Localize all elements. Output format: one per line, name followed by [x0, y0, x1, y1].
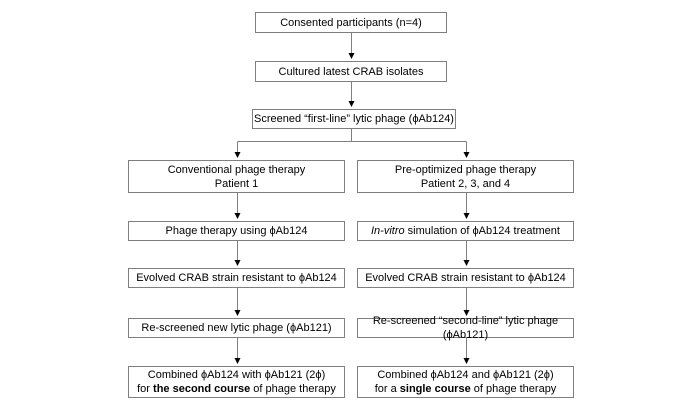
- node-label-line1: Combined ϕAb124 and ϕAb121 (2ϕ): [377, 369, 554, 381]
- node-rescreened-second-line-phage: Re-screened “second-line” lytic phage (ϕ…: [357, 315, 574, 341]
- node-label-line2: for the second course of phage therapy: [137, 383, 336, 395]
- node-preoptimized-phage-therapy: Pre-optimized phage therapy Patient 2, 3…: [357, 160, 574, 193]
- node-label: Evolved CRAB strain resistant to ϕAb124: [136, 272, 337, 284]
- node-consented-participants: Consented participants (n=4): [255, 12, 447, 33]
- node-conventional-phage-therapy: Conventional phage therapy Patient 1: [128, 160, 345, 193]
- node-rescreened-new-phage: Re-screened new lytic phage (ϕAb121): [128, 318, 345, 338]
- node-cultured-crab-isolates: Cultured latest CRAB isolates: [255, 61, 447, 82]
- node-phage-therapy-ab124: Phage therapy using ϕAb124: [128, 221, 345, 241]
- node-label: Consented participants (n=4): [280, 16, 422, 29]
- node-label: Re-screened “second-line” lytic phage (ϕ…: [372, 315, 559, 341]
- node-combined-single-course: Combined ϕAb124 and ϕAb121 (2ϕ) for a si…: [357, 366, 574, 398]
- node-label: Phage therapy using ϕAb124: [165, 225, 308, 237]
- node-label-line2: for a single course of phage therapy: [374, 383, 557, 395]
- node-evolved-crab-resistant-left: Evolved CRAB strain resistant to ϕAb124: [128, 268, 345, 288]
- node-screened-first-line-phage: Screened “first-line” lytic phage (ϕAb12…: [252, 109, 456, 129]
- node-label: Re-screened new lytic phage (ϕAb121): [141, 322, 332, 334]
- node-label: Screened “first-line” lytic phage (ϕAb12…: [254, 113, 454, 125]
- node-label: In-vitro simulation of ϕAb124 treatment: [371, 225, 560, 237]
- node-evolved-crab-resistant-right: Evolved CRAB strain resistant to ϕAb124: [357, 268, 574, 288]
- node-invitro-simulation: In-vitro simulation of ϕAb124 treatment: [357, 221, 574, 241]
- node-combined-second-course: Combined ϕAb124 with ϕAb121 (2ϕ) for the…: [128, 366, 345, 398]
- node-label-line2: Patient 2, 3, and 4: [420, 177, 511, 190]
- node-label-line1: Combined ϕAb124 with ϕAb121 (2ϕ): [147, 369, 326, 381]
- node-label: Cultured latest CRAB isolates: [278, 65, 424, 78]
- node-label-line1: Conventional phage therapy: [167, 163, 306, 176]
- node-label-line2: Patient 1: [214, 177, 259, 190]
- node-label-line1: Pre-optimized phage therapy: [394, 163, 537, 176]
- node-label: Evolved CRAB strain resistant to ϕAb124: [365, 272, 566, 284]
